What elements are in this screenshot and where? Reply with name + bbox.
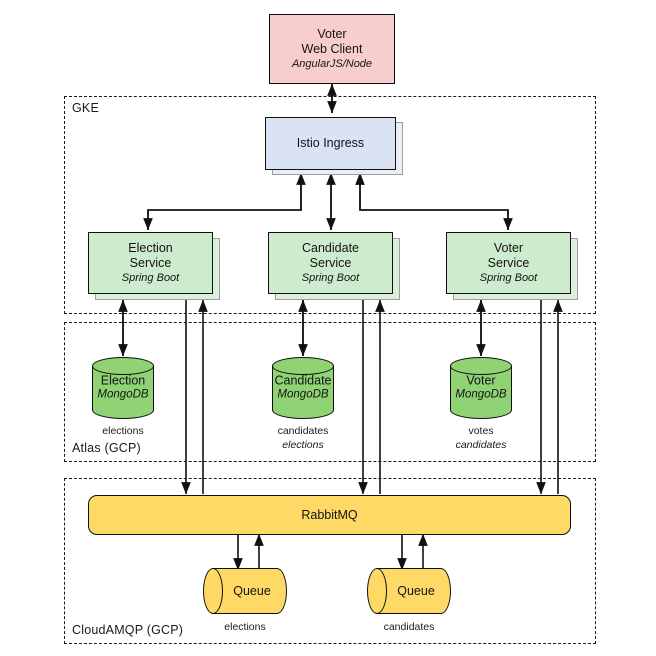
voter-web-client-title-line1: Voter — [317, 27, 347, 42]
queue-candidates-cylinder-left — [367, 568, 387, 614]
voter-db-collection-0: votes — [468, 425, 494, 437]
queue-elections-cylinder-body — [212, 568, 278, 614]
candidate-db-name: Candidate — [274, 373, 332, 388]
voter-db-node[interactable]: Voter MongoDB — [450, 357, 512, 419]
queue-candidates-caption-text: candidates — [383, 621, 435, 633]
zone-atlas — [64, 322, 596, 462]
voter-db-name: Voter — [466, 373, 496, 388]
istio-ingress-label: Istio Ingress — [296, 135, 365, 150]
queue-candidates-caption: candidates — [359, 620, 459, 634]
voter-db-collections: votes candidates — [431, 424, 531, 452]
voter-service-title-line1: Voter — [493, 241, 524, 256]
candidate-db-engine: MongoDB — [277, 388, 329, 401]
voter-service-node[interactable]: Voter Service Spring Boot — [446, 232, 571, 294]
candidate-db-italic-collection-0: elections — [282, 439, 324, 452]
election-service-title-line1: Election — [128, 241, 173, 256]
queue-elections-caption: elections — [195, 620, 295, 634]
candidate-service-subtitle: Spring Boot — [301, 271, 360, 284]
election-service-title-line2: Service — [129, 256, 172, 271]
zone-gke — [64, 96, 596, 314]
voter-service-subtitle: Spring Boot — [479, 271, 538, 284]
election-db-engine: MongoDB — [97, 388, 149, 401]
candidate-service-title-line2: Service — [309, 256, 352, 271]
candidate-db-collections: candidates elections — [253, 424, 353, 452]
queue-elections-node[interactable]: Queue — [203, 568, 287, 614]
voter-db-engine: MongoDB — [455, 388, 507, 401]
election-db-name: Election — [100, 373, 146, 388]
voter-service-title-line2: Service — [487, 256, 530, 271]
voter-db-cylinder-top — [450, 357, 512, 375]
voter-web-client-title-line2: Web Client — [301, 42, 363, 57]
election-db-cylinder-top — [92, 357, 154, 375]
election-db-collection-0: elections — [102, 425, 144, 437]
candidate-service-title-line1: Candidate — [302, 241, 359, 256]
queue-elections-label: Queue — [233, 584, 271, 598]
election-db-text: Election MongoDB — [92, 374, 154, 403]
candidate-db-node[interactable]: Candidate MongoDB — [272, 357, 334, 419]
voter-web-client-node[interactable]: Voter Web Client AngularJS/Node — [269, 14, 395, 84]
candidate-db-text: Candidate MongoDB — [272, 374, 334, 403]
queue-elections-caption-text: elections — [224, 621, 266, 633]
rabbitmq-node[interactable]: RabbitMQ — [88, 495, 571, 535]
zone-atlas-label: Atlas (GCP) — [72, 441, 141, 455]
rabbitmq-label: RabbitMQ — [301, 508, 358, 522]
election-service-subtitle: Spring Boot — [121, 271, 180, 284]
queue-candidates-cylinder-body — [376, 568, 442, 614]
candidate-db-collection-0: candidates — [277, 425, 329, 437]
queue-candidates-label: Queue — [397, 584, 435, 598]
istio-ingress-node[interactable]: Istio Ingress — [265, 117, 396, 170]
election-service-node[interactable]: Election Service Spring Boot — [88, 232, 213, 294]
voter-db-text: Voter MongoDB — [450, 374, 512, 403]
queue-elections-cylinder-left — [203, 568, 223, 614]
queue-candidates-node[interactable]: Queue — [367, 568, 451, 614]
election-db-collections: elections — [73, 424, 173, 438]
election-db-node[interactable]: Election MongoDB — [92, 357, 154, 419]
zone-cloudamqp — [64, 478, 596, 644]
candidate-db-cylinder-top — [272, 357, 334, 375]
voter-web-client-subtitle: AngularJS/Node — [291, 57, 373, 70]
voter-db-italic-collection-0: candidates — [455, 439, 507, 452]
candidate-service-node[interactable]: Candidate Service Spring Boot — [268, 232, 393, 294]
zone-cloudamqp-label: CloudAMQP (GCP) — [72, 623, 184, 637]
zone-gke-label: GKE — [72, 101, 99, 115]
